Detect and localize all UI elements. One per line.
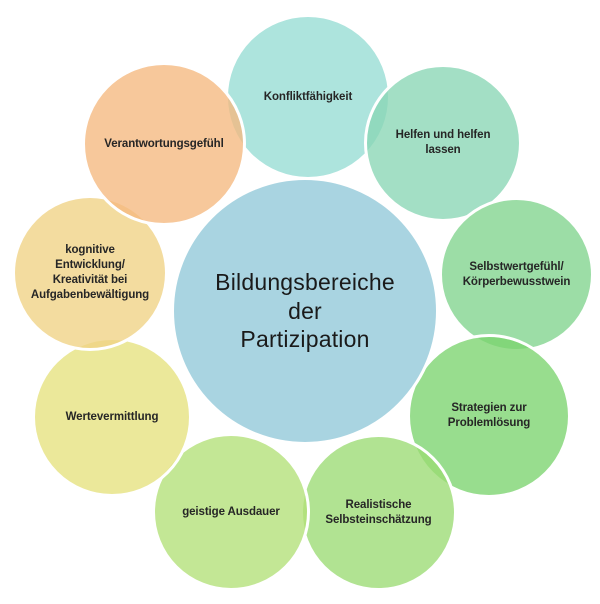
circle-label: Helfen und helfen lassen [395, 129, 491, 156]
circle-verantwortungsgefuehl: Verantwortungsgefühl [82, 62, 246, 226]
circle-border [364, 64, 522, 222]
circle-helfen-und-helfen-lassen: Helfen und helfen lassen [364, 64, 522, 222]
diagram-title: Bildungsbereiche der Partizipation [215, 268, 395, 353]
circle-label: geistige Ausdauer [182, 505, 280, 518]
circle-border [82, 62, 246, 226]
circle-wertevermittlung: Wertevermittlung [32, 337, 192, 497]
circle-border [12, 195, 168, 351]
circle-realistische-selbsteinschaetzung: Realistische Selbsteinschätzung [300, 434, 457, 591]
circle-geistige-ausdauer: geistige Ausdauer [152, 433, 310, 591]
circle-label: Wertevermittlung [65, 410, 159, 423]
circle-label: Konfliktfähigkeit [263, 90, 353, 103]
circle-border [171, 177, 439, 445]
circle-label: Realistische Selbsteinschätzung [325, 498, 432, 526]
circle-strategien-zur-problemloesung: Strategien zur Problemlösung [407, 334, 571, 498]
circle-label: Verantwortungsgefühl [104, 137, 224, 150]
circle-label: kognitive Entwicklung/ Kreativität bei A… [30, 244, 150, 301]
circle-border [407, 334, 571, 498]
circle-label: Selbstwertgefühl/ Körperbewusstwein [462, 260, 571, 288]
center-circle-bildungsbereiche: Bildungsbereiche der Partizipation [171, 177, 439, 445]
circle-border [152, 433, 310, 591]
circle-selbstwertgefuehl: Selbstwertgefühl/ Körperbewusstwein [439, 197, 594, 352]
circle-label: Strategien zur Problemlösung [447, 402, 531, 429]
circle-konfliktfaehigkeit: Konfliktfähigkeit [225, 14, 391, 180]
circle-kognitive-entwicklung: kognitive Entwicklung/ Kreativität bei A… [12, 195, 168, 351]
